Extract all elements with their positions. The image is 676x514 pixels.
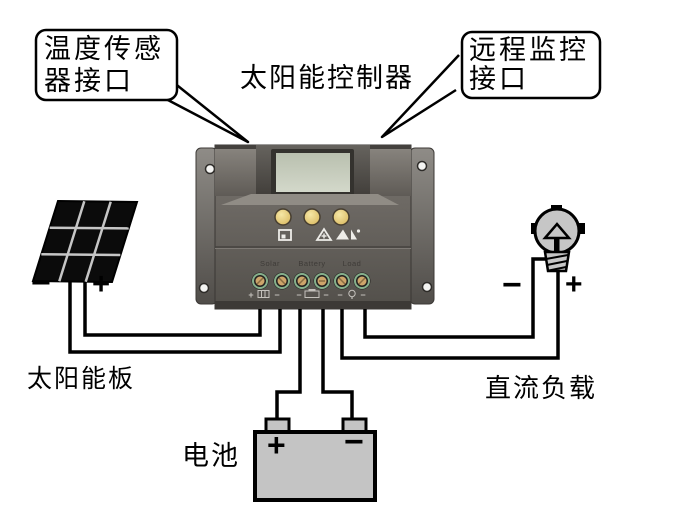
battery-mini-icon-cap (308, 289, 316, 291)
wire-load-positive (363, 257, 546, 339)
terminal-label-battery: Battery (298, 259, 325, 268)
terminal-polarity-strip: + − − − − − (248, 289, 366, 300)
screw-hole (421, 281, 433, 293)
charge-plus-triangle-icon (315, 227, 333, 241)
terminal (333, 272, 351, 290)
controller-shoulder-left (215, 149, 256, 196)
label-battery: 电池 (182, 441, 240, 471)
battery-plus-sign: + (267, 427, 286, 463)
screw-hole (416, 160, 428, 172)
load-polarity-right: − (360, 290, 365, 300)
solar-polarity-left: + (248, 290, 253, 300)
callout-temp-sensor-line1: 温度传感 (44, 34, 164, 64)
battery-polarity-right: − (323, 290, 328, 300)
dc-load-minus-sign: − (502, 266, 522, 304)
up-button (303, 208, 321, 226)
pv-mini-icon (257, 290, 270, 298)
solar-panel-graphic (31, 199, 139, 284)
battery-minus-sign: − (344, 423, 364, 461)
solar-polarity-right: − (274, 290, 279, 300)
display-icon (278, 229, 292, 241)
wire-solar-negative (68, 282, 282, 354)
callout-shapes (34, 28, 602, 144)
callout-remote-line2: 接口 (469, 64, 529, 94)
terminal (353, 272, 371, 290)
menu-button (274, 208, 292, 226)
callout-tail-left (165, 81, 250, 144)
label-solar-panel: 太阳能板 (27, 366, 136, 393)
diagram-title: 太阳能控制器 (240, 63, 414, 93)
lcd-screen (276, 153, 350, 192)
screw-thread (548, 266, 567, 272)
mounting-wing-right (409, 147, 435, 305)
battery-graphic (253, 417, 377, 502)
solar-panel-grid (41, 200, 129, 283)
callout-box-temp-sensor (34, 28, 179, 102)
load-polarity-left: − (337, 290, 342, 300)
controller-bottom-strip (215, 301, 411, 309)
callout-temp-sensor-line2: 器接口 (44, 66, 134, 96)
terminal (251, 272, 269, 290)
screw-thread (545, 254, 569, 260)
label-dc-load: 直流负载 (485, 374, 598, 403)
dc-load-plus-sign: + (565, 268, 583, 301)
load-lamp-icon (336, 229, 361, 240)
callout-box-remote-monitor (460, 30, 602, 100)
solar-panel-minus-sign: − (31, 264, 51, 302)
wire-battery-positive (275, 309, 302, 421)
bulb-right-tab (579, 223, 585, 234)
wire-solar-positive (83, 282, 262, 337)
solar-panel-plus-sign: + (92, 266, 111, 301)
callout-tail-right (380, 54, 460, 139)
wire-battery-negative (321, 309, 354, 421)
bulb-mini-icon (348, 289, 356, 298)
light-bulb-graphic (531, 205, 585, 273)
terminal (293, 272, 311, 290)
down-button (332, 208, 350, 226)
terminal-label-load: Load (343, 259, 362, 268)
terminal-label-solar: Solar (260, 259, 280, 268)
bulb-arrow-icon (542, 222, 572, 240)
battery-polarity-left: − (296, 290, 301, 300)
controller-chin-bevel (221, 194, 399, 205)
battery-body (253, 430, 377, 502)
wiring (68, 257, 560, 421)
terminal (273, 272, 291, 290)
controller-shoulder-right (370, 149, 411, 196)
screw-hole (198, 282, 210, 294)
screw-hole (204, 163, 216, 175)
terminal-block (251, 272, 371, 290)
screw-thread (546, 260, 568, 266)
wire-load-negative (340, 267, 560, 360)
bulb-filament-stem (554, 239, 560, 252)
charge-controller: Solar Battery Load + (195, 144, 435, 310)
callout-remote-line1: 远程监控 (469, 35, 589, 65)
terminal (313, 272, 331, 290)
